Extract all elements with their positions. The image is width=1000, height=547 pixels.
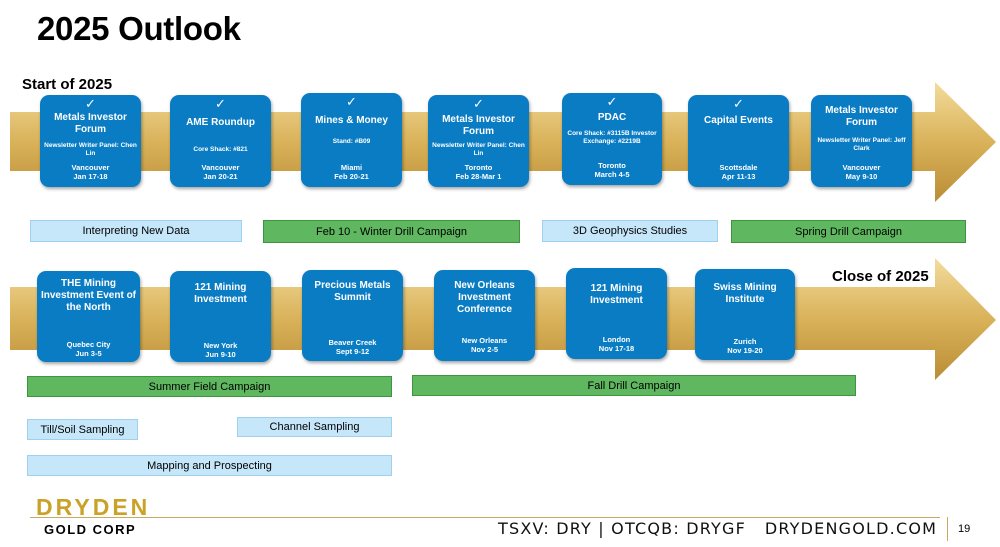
- campaign-bar: Till/Soil Sampling: [27, 419, 138, 440]
- event-date: Apr 11-13: [721, 172, 756, 181]
- check-icon: ✓: [346, 94, 357, 109]
- event-date: Jun 3-5: [75, 349, 102, 358]
- event-location: Zurich: [733, 337, 757, 346]
- event-title: Swiss Mining Institute: [713, 282, 777, 305]
- campaign-label: Spring Drill Campaign: [795, 225, 902, 238]
- campaign-label: Channel Sampling: [269, 421, 360, 433]
- event-title: Mines & Money: [315, 115, 388, 126]
- event-card[interactable]: Swiss Mining Institute Zurich Nov 19-20: [695, 269, 795, 360]
- campaign-bar: Mapping and Prospecting: [27, 455, 392, 476]
- footer-divider: [30, 517, 940, 518]
- event-location: Vancouver: [71, 163, 110, 172]
- event-title: 121 Mining Investment: [590, 283, 643, 306]
- event-title: 121 Mining Investment: [194, 282, 247, 305]
- event-title: Metals Investor Forum: [54, 112, 127, 135]
- campaign-bar: Spring Drill Campaign: [731, 220, 966, 243]
- event-card[interactable]: ✓ Metals Investor Forum Newsletter Write…: [428, 95, 529, 187]
- check-icon: ✓: [606, 94, 618, 109]
- campaign-bar: Fall Drill Campaign: [412, 375, 856, 396]
- event-date: Sept 9-12: [335, 347, 370, 356]
- event-detail: Newsletter Writer Panel: Chen Lin: [432, 142, 525, 157]
- event-location: Beaver Creek: [328, 338, 377, 347]
- check-icon: ✓: [85, 96, 96, 111]
- event-detail: Newsletter Writer Panel: Jeff Clark: [817, 137, 906, 152]
- event-date: Jun 9-10: [205, 350, 236, 359]
- event-title: Metals Investor Forum: [825, 105, 898, 128]
- event-location: New York: [203, 341, 238, 350]
- check-icon: ✓: [733, 96, 744, 111]
- event-title: Precious Metals Summit: [314, 280, 391, 303]
- campaign-bar: Summer Field Campaign: [27, 376, 392, 397]
- campaign-bar: Channel Sampling: [237, 417, 392, 437]
- event-date: March 4-5: [594, 170, 630, 179]
- event-card[interactable]: ✓ AME Roundup Core Shack: #821 Vancouver…: [170, 95, 271, 187]
- company-logo-subtitle: GOLD CORP: [44, 522, 137, 537]
- start-of-year-label: Start of 2025: [22, 76, 113, 93]
- event-card[interactable]: New Orleans Investment Conference New Or…: [434, 270, 535, 361]
- event-card[interactable]: THE Mining Investment Event of the North…: [37, 271, 140, 362]
- event-location: Quebec City: [66, 340, 111, 349]
- check-icon: ✓: [473, 96, 484, 111]
- company-logo: DRYDEN: [36, 494, 151, 520]
- event-card[interactable]: 121 Mining Investment London Nov 17-18: [566, 268, 667, 359]
- event-date: Nov 19-20: [727, 346, 763, 355]
- event-location: Toronto: [464, 163, 493, 172]
- event-location: Vancouver: [201, 163, 240, 172]
- campaign-label: Fall Drill Campaign: [587, 379, 681, 392]
- campaign-label: Till/Soil Sampling: [40, 423, 125, 436]
- event-title: AME Roundup: [186, 117, 255, 128]
- page-number-divider: [947, 517, 948, 541]
- event-location: New Orleans: [461, 336, 508, 345]
- event-date: Jan 17-18: [73, 172, 108, 181]
- event-location: Miami: [340, 163, 363, 172]
- event-date: Nov 17-18: [598, 344, 635, 353]
- event-detail: Stand: #B09: [332, 138, 371, 145]
- event-card[interactable]: Precious Metals Summit Beaver Creek Sept…: [302, 270, 403, 361]
- campaign-label: Feb 10 - Winter Drill Campaign: [316, 225, 467, 238]
- event-title: New Orleans Investment Conference: [454, 280, 515, 315]
- event-title: PDAC: [597, 112, 627, 123]
- event-date: May 9-10: [845, 172, 878, 181]
- event-date: Feb 28-Mar 1: [455, 172, 502, 181]
- event-card[interactable]: ✓ Capital Events Scottsdale Apr 11-13: [688, 95, 789, 187]
- ticker-and-website: TSXV: DRY | OTCQB: DRYGF DRYDENGOLD.COM: [498, 519, 938, 538]
- check-icon: ✓: [215, 96, 226, 111]
- event-card[interactable]: ✓ Mines & Money Stand: #B09 Miami Feb 20…: [301, 93, 402, 187]
- campaign-bar: Feb 10 - Winter Drill Campaign: [263, 220, 520, 243]
- event-card[interactable]: Metals Investor Forum Newsletter Writer …: [811, 95, 912, 187]
- event-date: Jan 20-21: [203, 172, 238, 181]
- event-detail: Core Shack: #821: [193, 146, 248, 153]
- page-title: 2025 Outlook: [37, 10, 241, 47]
- event-detail: Newsletter Writer Panel: Chen Lin: [44, 142, 137, 157]
- event-location: London: [602, 335, 631, 344]
- event-title: Capital Events: [704, 115, 773, 126]
- event-title: Metals Investor Forum: [442, 114, 515, 137]
- event-title: THE Mining Investment Event of the North: [40, 278, 137, 313]
- campaign-label: 3D Geophysics Studies: [572, 225, 688, 237]
- event-detail: Core Shack: #3115B Investor Exchange: #2…: [567, 130, 657, 145]
- event-date: Nov 2-5: [470, 345, 499, 354]
- event-date: Feb 20-21: [334, 172, 369, 181]
- campaign-label: Mapping and Prospecting: [147, 459, 272, 472]
- campaign-bar: 3D Geophysics Studies: [542, 220, 718, 242]
- event-card[interactable]: ✓ PDAC Core Shack: #3115B Investor Excha…: [562, 93, 662, 185]
- event-card[interactable]: ✓ Metals Investor Forum Newsletter Write…: [40, 95, 141, 187]
- event-location: Toronto: [598, 161, 626, 170]
- close-of-year-label: Close of 2025: [832, 268, 929, 285]
- campaign-label: Interpreting New Data: [82, 225, 190, 237]
- page-number: 19: [958, 523, 971, 535]
- event-location: Vancouver: [842, 163, 881, 172]
- event-card[interactable]: 121 Mining Investment New York Jun 9-10: [170, 271, 271, 362]
- event-location: Scottsdale: [719, 163, 758, 172]
- campaign-label: Summer Field Campaign: [148, 380, 271, 393]
- campaign-bar: Interpreting New Data: [30, 220, 242, 242]
